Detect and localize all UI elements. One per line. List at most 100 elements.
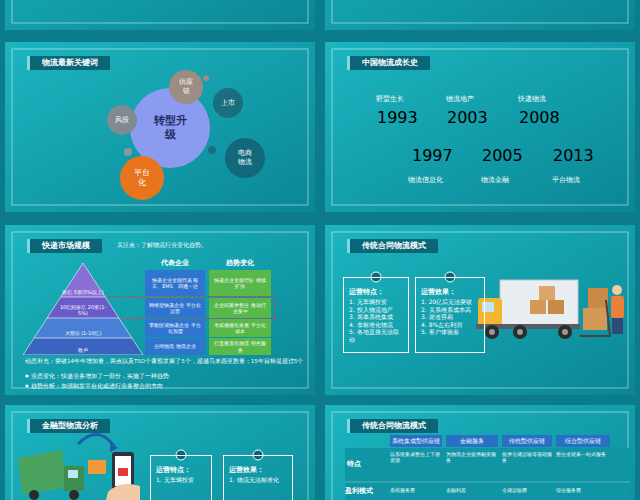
list-item: 1. 20亿后无法突破 — [421, 298, 479, 306]
keyword-bubble: 平台化 — [120, 156, 164, 200]
year-circle: 2008快递物流 — [519, 108, 545, 134]
info-box: 运营效果： 1. 物流无法标准化 — [223, 455, 293, 500]
slide-panel: 传统合同物流模式系统集成型供应链 金融服务 传统型供应链 综合型供应链特点盈利模式 以系… — [325, 405, 635, 500]
truck-illustration — [476, 280, 624, 339]
pyramid-tier: 10亿到百亿 20家(1-5%) — [23, 297, 143, 318]
keyword-text: 供应链 — [178, 78, 194, 96]
slide-panel: 金融型物流分析运营特点： 1. 无车辆投资 运营效果： 1. 物流无法标准化 — [5, 405, 315, 500]
box-heading: 运营特点： — [156, 466, 206, 474]
list-item: 3. 渠道容易 — [421, 313, 479, 321]
year-text: 2003 — [447, 108, 473, 128]
box-text: 传统型供应链 — [509, 438, 545, 445]
list-item: 2. 投入物流地产 — [349, 306, 403, 314]
tier-text: 百亿 5家(5%以上) — [62, 289, 104, 295]
text-label: 特点 — [347, 460, 383, 468]
list-item: 5. 客户体验差 — [421, 328, 479, 336]
list-item: 1. 物流无法标准化 — [229, 476, 287, 484]
box-heading: 运营效果： — [421, 288, 479, 296]
stage-label: 物流地产 — [446, 95, 474, 104]
slide-panel: 物流最新关键词转型升级供应链上市风投电商物流平台化 — [5, 42, 315, 212]
year-text: 2013 — [553, 146, 579, 166]
text-label: 仓储运输费 — [502, 487, 552, 493]
table-ground — [345, 448, 630, 500]
tier-text: 10亿到百亿 20家(1-5%) — [58, 304, 108, 317]
text-label: 盈利模式 — [345, 487, 385, 495]
info-box: 运营特点： 1. 无车辆投资 — [150, 455, 212, 500]
stage-label: 物流信息化 — [408, 176, 443, 185]
pyramid-tier: 百亿 5家(5%以上) — [23, 263, 143, 297]
slide-heading: 金融型物流分析 — [27, 419, 110, 433]
year-text: 1993 — [377, 108, 403, 128]
company-box: 零散区域快递企业 平台化加盟 — [145, 319, 205, 337]
box-text: 快递企业全国代表 顺丰、EMS、四通一达 — [148, 277, 202, 290]
keyword-bubble: 电商物流 — [225, 138, 265, 178]
keyword-bubble: 上市 — [213, 88, 243, 118]
slide-panels — [5, 0, 635, 500]
keyword-text: 电商物流 — [236, 149, 254, 167]
box-text: 综合型供应链 — [565, 438, 601, 445]
year-text: 1997 — [412, 146, 438, 166]
list-item: 4. 8%左右利润 — [421, 321, 479, 329]
slide-heading: 物流最新关键词 — [27, 56, 110, 70]
text-label: 整合全链条一站式服务 — [556, 451, 610, 457]
stage-label: 物流金融 — [481, 176, 509, 185]
company-box: 快递企业全国代表 顺丰、EMS、四通一达 — [145, 270, 205, 296]
slide-heading: 中国物流成长史 — [347, 56, 430, 70]
slide-panel: 传统合同物流模式运营特点：1. 无车辆投资2. 投入物流地产3. 简单系统集成4… — [325, 225, 635, 395]
tier-text: 散户 — [78, 347, 88, 353]
box-icons — [176, 272, 455, 460]
pyramid-tier: 散户 — [23, 338, 143, 355]
box-text: 网络型快递企业 平台化运营 — [148, 302, 202, 315]
box-text: 零散区域快递企业 平台化加盟 — [148, 322, 202, 335]
text-label: 业态变化：快递业务增加了一部分，实施了一种趋势 — [31, 373, 301, 380]
year-text: 2005 — [482, 146, 508, 166]
column-header: 金融服务 — [446, 435, 498, 447]
list-item: 5. 各地直接无法联动 — [349, 328, 403, 343]
list-item: 1. 无车辆投资 — [156, 476, 206, 484]
text-label: 为物流企业提供融资服务 — [446, 451, 498, 464]
year-circle: 1993野蛮生长 — [377, 108, 403, 134]
box-heading: 运营效果： — [229, 466, 287, 474]
keyword-text: 平台化 — [132, 168, 152, 188]
box-text: 打造垂直化物流 特色服务 — [212, 340, 268, 353]
stage-label: 平台物流 — [552, 176, 580, 185]
list-item: 4. 非标准化物流 — [349, 321, 403, 329]
keyword-text: 上市 — [221, 99, 235, 108]
slide-heading: 传统合同物流模式 — [347, 419, 438, 433]
column-header: 综合型供应链 — [556, 435, 610, 447]
keyword-bubble: 供应链 — [169, 70, 203, 104]
keyword-text: 风投 — [115, 116, 129, 125]
info-box: 运营效果： 1. 20亿后无法突破2. 关系维系成本高3. 渠道容易4. 8%左右… — [415, 277, 485, 353]
tier-text: 大部分 (1-10亿) — [65, 330, 102, 336]
pyramid-tier: 大部分 (1-10亿) — [23, 318, 143, 338]
box-text: 合同物流 物流企业 — [154, 343, 196, 349]
year-circle: 1997物流信息化 — [412, 146, 438, 172]
list-item: 3. 简单系统集成 — [349, 313, 403, 321]
bullet-dots — [25, 374, 28, 387]
finance-illustration — [18, 434, 140, 500]
list-item: 2. 关系维系成本高 — [421, 306, 479, 314]
slide-heading: 快递市场规模 — [27, 239, 102, 253]
text-label: 动态补充：突破14年年增加量，两点以及TSO个番茄发展了5个，超越马来西亚数量；… — [25, 358, 310, 365]
trend-box: 企业间兼并整合 推动行业集中 — [209, 298, 271, 318]
slide-note: 关注点：了解物流行业变化趋势。 — [117, 241, 207, 249]
stage-label: 快递物流 — [518, 95, 546, 104]
trend-box: 快递企业全面增长 继续扩张 — [209, 270, 271, 296]
keyword-bubble: 风投 — [107, 105, 137, 135]
trend-box: 考核规模化发展 平台化成本 — [209, 319, 271, 337]
box-text: 快递企业全面增长 继续扩张 — [212, 277, 268, 290]
text-label: 以系统集成整合上下游资源 — [390, 451, 442, 464]
text-label: 提供仓储运输等基础服务 — [502, 451, 552, 464]
box-text: 考核规模化发展 平台化成本 — [212, 322, 268, 335]
stage-label: 野蛮生长 — [376, 95, 404, 104]
company-box: 网络型快递企业 平台化运营 — [145, 298, 205, 318]
column-header: 系统集成型供应链 — [390, 435, 442, 447]
year-circle: 2005物流金融 — [482, 146, 508, 172]
slide-panel: 中国物流成长史1993野蛮生长2003物流地产2008快递物流1997物流信息化… — [325, 42, 635, 212]
year-circle: 2013平台物流 — [553, 146, 579, 172]
box-text: 金融服务 — [460, 438, 484, 445]
text-label: 系统服务费 — [390, 487, 442, 493]
slide-panel: 快递市场规模 关注点：了解物流行业变化趋势。百亿 5家(5%以上) 10亿到百亿 2… — [5, 225, 315, 395]
box-text: 系统集成型供应链 — [392, 438, 440, 445]
text-label: 趋势变化 — [209, 259, 271, 268]
